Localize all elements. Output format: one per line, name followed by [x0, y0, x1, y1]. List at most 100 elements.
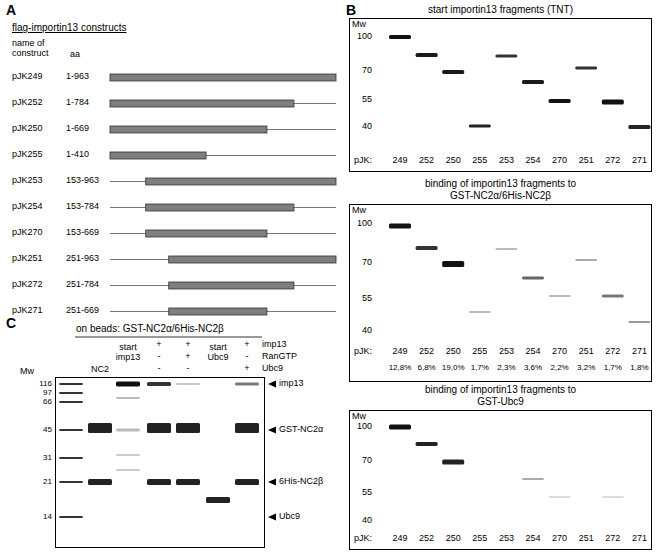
gel-band: [416, 442, 438, 446]
panel-title: on beads: GST-NC2α/6His-NC2β: [76, 323, 224, 335]
condition-label: imp13: [262, 340, 287, 350]
construct-bar: [169, 282, 294, 289]
gel-band: [628, 321, 650, 323]
condition-label: Ubc9: [262, 364, 283, 374]
mw-marker: 55: [362, 95, 372, 105]
lane-number: 255: [472, 156, 487, 166]
construct-bar: [110, 126, 267, 133]
construct-name: pJK252: [12, 98, 43, 108]
mw-marker: 21: [43, 478, 52, 487]
construct-name: pJK254: [12, 202, 43, 212]
plus-minus-sign: +: [185, 352, 190, 362]
lane-label: start Ubc9: [202, 343, 234, 363]
lane-number: 249: [392, 534, 407, 544]
construct-name: pJK272: [12, 280, 43, 290]
plus-minus-sign: +: [185, 340, 190, 350]
gel-band: [549, 99, 571, 103]
lane-number: 250: [446, 534, 461, 544]
gel-band: [59, 383, 83, 385]
gel-band: [495, 55, 517, 58]
lane-number: 252: [419, 534, 434, 544]
gel-band: [522, 80, 544, 84]
lane-number: 252: [419, 347, 434, 357]
binding-percentage: 1,7%: [471, 364, 489, 373]
gel-band: [116, 454, 140, 456]
mw-marker: 100: [357, 32, 372, 42]
lane-number: 254: [525, 156, 540, 166]
gel-band: [602, 496, 624, 498]
construct-bar: [146, 204, 294, 211]
binding-percentage: 3,2%: [577, 364, 595, 373]
mw-marker: 100: [357, 422, 372, 432]
binding-percentage: 2,2%: [550, 364, 568, 373]
gel-band: [59, 401, 83, 403]
column-header: name of construct: [12, 39, 64, 59]
binding-percentage: 1,7%: [604, 364, 622, 373]
lane-number: 250: [446, 347, 461, 357]
plus-minus-sign: -: [158, 364, 161, 374]
lane-number: 254: [525, 347, 540, 357]
construct-bar: [110, 100, 294, 107]
condition-label: RanGTP: [262, 352, 297, 362]
gel-band: [59, 457, 83, 459]
gel-band: [549, 496, 571, 498]
construct-bar: [146, 230, 267, 237]
plus-minus-sign: +: [244, 364, 249, 374]
mw-label: Mw: [352, 412, 366, 422]
mw-marker: 116: [39, 380, 52, 389]
mw-label: Mw: [352, 206, 366, 216]
lane-number: 270: [552, 347, 567, 357]
mw-marker: 40: [362, 122, 372, 132]
band-arrow: [268, 514, 276, 521]
panel-heading: flag-importin13 constructs: [12, 22, 127, 33]
mw-marker: 70: [362, 456, 372, 466]
gel-band: [416, 53, 438, 57]
lane-number: 251: [579, 347, 594, 357]
mw-marker: 14: [43, 513, 52, 522]
binding-percentage: 3,6%: [524, 364, 542, 373]
binding-percentage: 12,8%: [389, 364, 412, 373]
gel-band: [116, 382, 140, 387]
gel-band: [116, 397, 140, 399]
construct-name: pJK253: [12, 176, 43, 186]
mw-marker: 66: [43, 398, 52, 407]
lane-number: 271: [632, 156, 647, 166]
lane-number: 251: [579, 156, 594, 166]
lane-number: 253: [499, 347, 514, 357]
gel-panel: on beads: GST-NC2α/6His-NC2β: [55, 377, 265, 548]
blot-panel: binding of importin13 fragments to GST-U…: [349, 410, 652, 550]
lane-label: start imp13: [112, 343, 144, 363]
mw-marker: 45: [43, 426, 52, 435]
gel-band: [389, 224, 411, 229]
lane-header: pJK:: [354, 534, 372, 544]
gel-band: [235, 479, 259, 485]
amino-acid-range: 1-784: [66, 98, 89, 108]
lane-number: 252: [419, 156, 434, 166]
band-arrow: [268, 381, 276, 388]
plus-minus-sign: +: [244, 340, 249, 350]
gel-band: [206, 497, 230, 503]
column-header: aa: [70, 50, 80, 60]
lane-number: 272: [605, 534, 620, 544]
construct-name: pJK255: [12, 150, 43, 160]
construct-bar: [169, 256, 336, 263]
mw-label: Mw: [352, 20, 366, 30]
plus-minus-sign: +: [156, 340, 161, 350]
gel-band: [147, 382, 171, 386]
lane-number: 253: [499, 534, 514, 544]
gel-band: [495, 248, 517, 250]
gel-band: [116, 469, 140, 471]
gel-band: [147, 423, 171, 433]
amino-acid-range: 251-963: [66, 254, 99, 264]
lane-number: 270: [552, 534, 567, 544]
amino-acid-range: 153-784: [66, 202, 99, 212]
gel-band: [575, 67, 597, 70]
plus-minus-sign: -: [187, 364, 190, 374]
binding-percentage: 2,3%: [497, 364, 515, 373]
gel-band: [176, 423, 200, 433]
lane-number: 249: [392, 347, 407, 357]
gel-band: [469, 125, 491, 128]
